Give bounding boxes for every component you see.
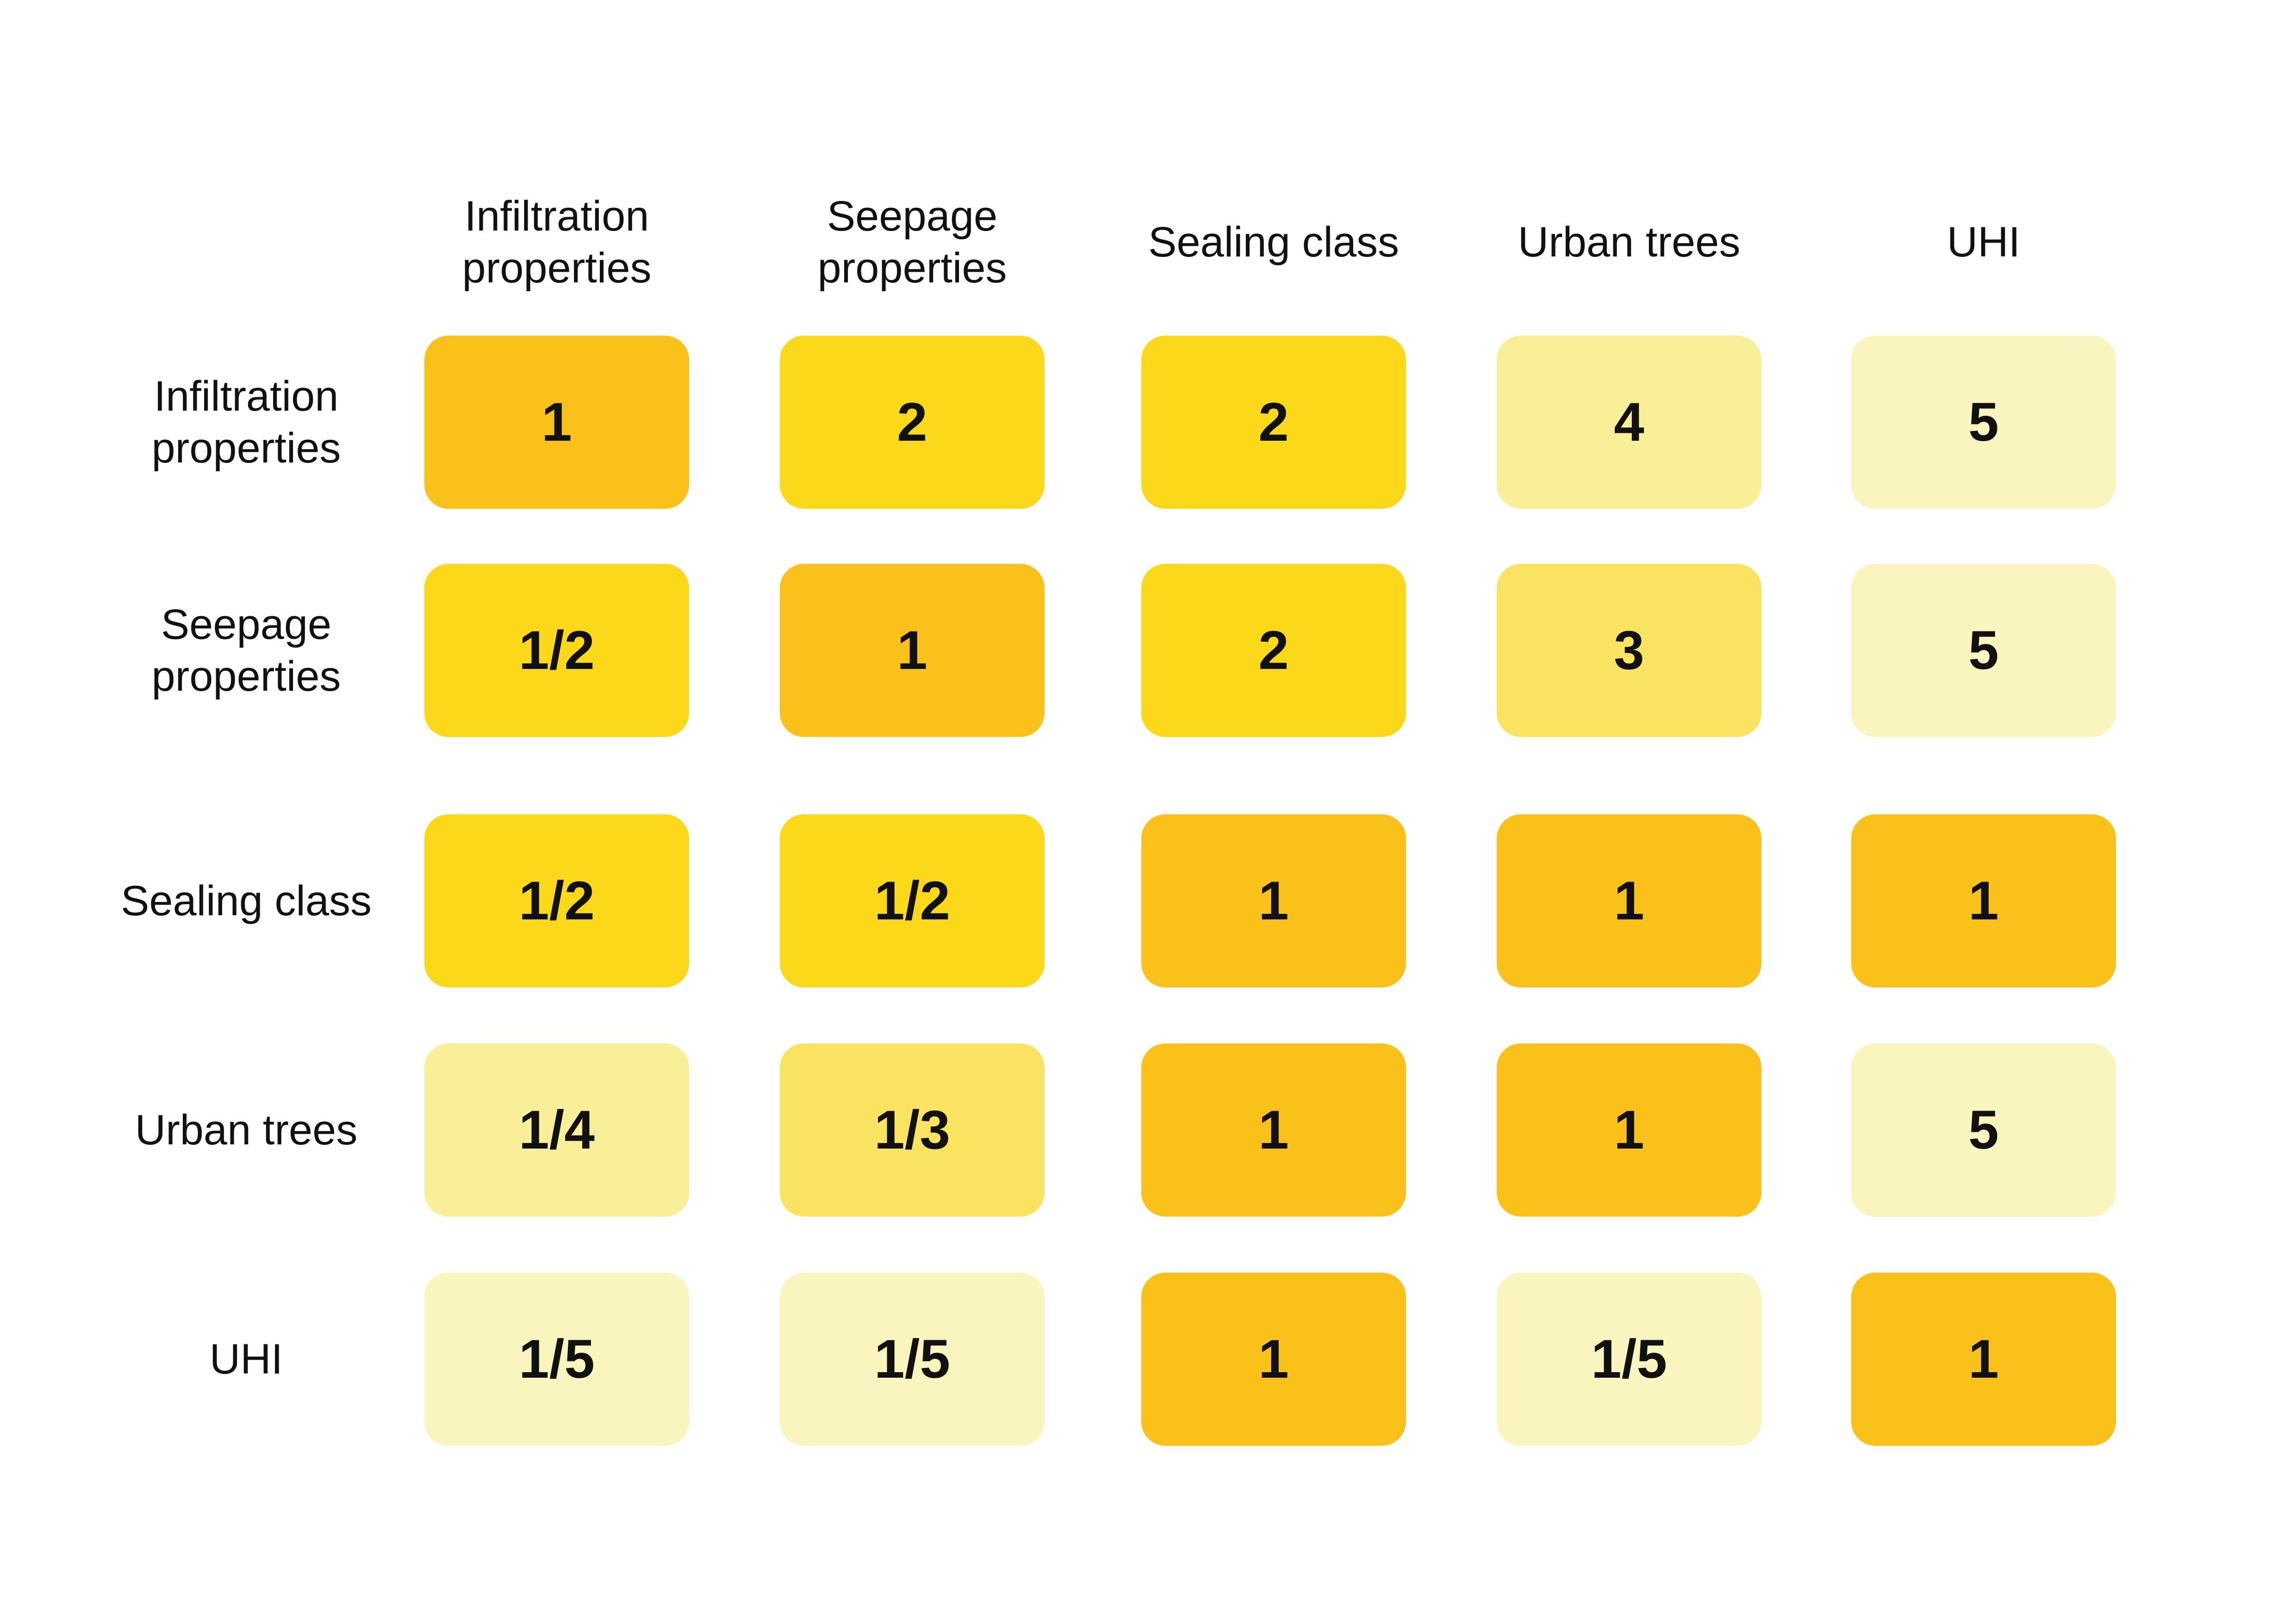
matrix-cell: 1/3 (780, 1043, 1045, 1217)
matrix-cell: 1 (1141, 1043, 1406, 1217)
column-header-seepage-properties: Seepage properties (817, 193, 1007, 292)
matrix-cell-value: 2 (1258, 392, 1289, 453)
matrix-cell-value: 1/2 (518, 620, 595, 681)
matrix-cell-value: 2 (897, 392, 927, 453)
column-header-infiltration-properties: Infiltration properties (462, 193, 652, 292)
matrix-cell-value: 1/2 (518, 870, 595, 931)
matrix-cell-value: 1 (1614, 870, 1644, 931)
matrix-cell: 3 (1497, 564, 1761, 737)
matrix-cell: 1 (1497, 1043, 1761, 1217)
matrix-cell: 1/4 (424, 1043, 689, 1217)
matrix-cell: 2 (780, 336, 1045, 509)
matrix-cell: 5 (1851, 1043, 2116, 1217)
matrix-cell: 1 (1851, 1273, 2116, 1446)
matrix-cell: 1 (780, 564, 1045, 737)
matrix-cell-value: 1/5 (518, 1329, 595, 1390)
matrix-cell-value: 1/4 (518, 1099, 595, 1161)
matrix-cell-value: 1 (1614, 1099, 1644, 1161)
matrix-cell-value: 1 (1258, 870, 1289, 931)
matrix-cell-value: 5 (1968, 392, 1999, 453)
matrix-cell: 2 (1141, 564, 1406, 737)
matrix-cell: 1 (424, 336, 689, 509)
matrix-cell: 1 (1497, 814, 1761, 987)
column-header-sealing-class: Sealing class (1148, 219, 1400, 266)
matrix-cell-value: 1 (897, 620, 927, 681)
matrix-cell: 1/5 (1497, 1273, 1761, 1446)
matrix-cell-value: 1/5 (1591, 1329, 1668, 1390)
matrix-cell: 1/2 (780, 814, 1045, 987)
column-header-urban-trees: Urban trees (1518, 219, 1741, 266)
matrix-cell-value: 1/2 (874, 870, 951, 931)
matrix-cell-value: 4 (1614, 392, 1644, 453)
matrix-cell: 5 (1851, 564, 2116, 737)
matrix-cell: 1 (1141, 1273, 1406, 1446)
matrix-cell: 1/5 (424, 1273, 689, 1446)
matrix-cell-value: 1 (1968, 1329, 1999, 1390)
row-header-urban-trees: Urban trees (135, 1106, 358, 1154)
matrix-cell-value: 3 (1614, 620, 1644, 681)
matrix-cell-value: 1/3 (874, 1099, 951, 1161)
matrix-cell: 1 (1851, 814, 2116, 987)
matrix-cell-value: 5 (1968, 620, 1999, 681)
row-header-sealing-class: Sealing class (120, 877, 372, 924)
matrix-cell-value: 2 (1258, 620, 1289, 681)
matrix-cell-value: 1 (1968, 870, 1999, 931)
matrix-cell-value: 1 (1258, 1099, 1289, 1161)
matrix-cell: 1 (1141, 814, 1406, 987)
matrix-cell-value: 1 (541, 392, 572, 453)
matrix-cell: 2 (1141, 336, 1406, 509)
matrix-cell-value: 5 (1968, 1099, 1999, 1161)
matrix-cell: 1/2 (424, 814, 689, 987)
row-header-uhi: UHI (209, 1336, 283, 1383)
row-header-infiltration-properties: Infiltration properties (151, 373, 341, 472)
matrix-cell: 5 (1851, 336, 2116, 509)
column-header-uhi: UHI (1947, 219, 2021, 266)
matrix-cell: 4 (1497, 336, 1761, 509)
matrix-cell: 1/2 (424, 564, 689, 737)
row-header-seepage-properties: Seepage properties (151, 601, 341, 700)
matrix-cell-value: 1/5 (874, 1329, 951, 1390)
matrix-cell-value: 1 (1258, 1329, 1289, 1390)
matrix-cell: 1/5 (780, 1273, 1045, 1446)
